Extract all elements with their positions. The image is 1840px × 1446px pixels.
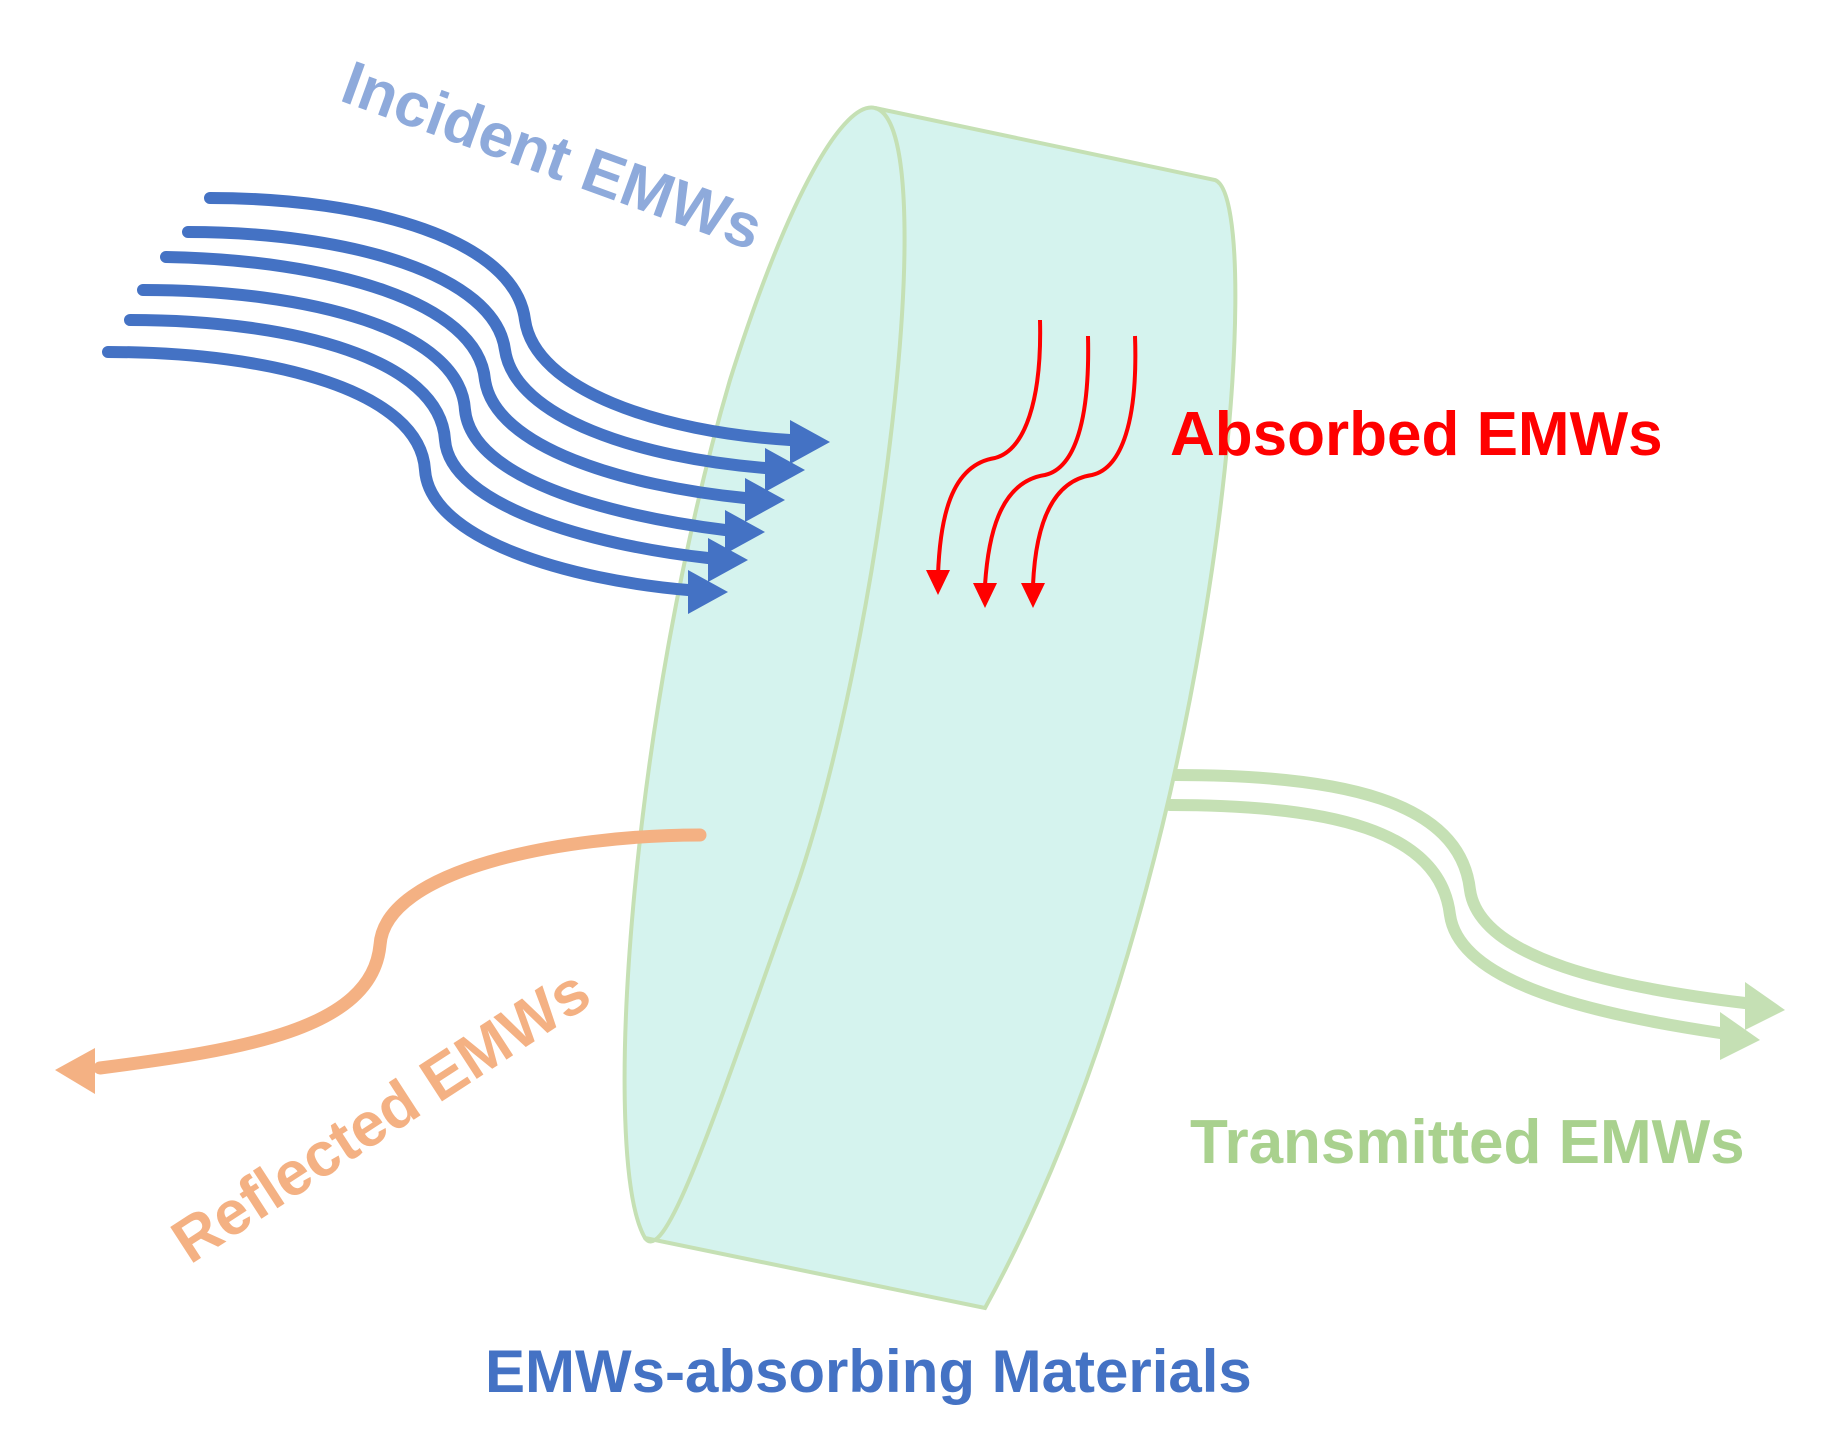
incident-arrow xyxy=(160,251,785,522)
incident-arrow xyxy=(124,314,748,582)
absorbed-emws-arrows xyxy=(926,319,1138,608)
incident-arrow xyxy=(137,284,765,554)
absorbed-emws-label: Absorbed EMWs xyxy=(1170,400,1663,469)
disc-front-edge xyxy=(643,106,907,1244)
incident-arrow xyxy=(102,346,728,614)
disc-body xyxy=(622,105,1238,1311)
material-disc xyxy=(622,105,1238,1311)
absorbed-arrow xyxy=(973,335,1091,608)
reflected-emws-arrow xyxy=(55,828,707,1094)
transmitted-arrow xyxy=(1169,769,1785,1030)
absorbed-arrow xyxy=(926,319,1043,595)
incident-arrow xyxy=(182,226,805,492)
transmitted-emws-arrows xyxy=(1164,769,1785,1060)
transmitted-arrow xyxy=(1164,799,1760,1060)
incident-emws-arrows xyxy=(102,192,830,614)
reflected-emws-label: Reflected EMWs xyxy=(160,956,602,1277)
material-label: EMWs-absorbing Materials xyxy=(485,1338,1252,1405)
incident-emws-label: Incident EMWs xyxy=(333,48,771,264)
incident-arrow xyxy=(204,192,830,464)
absorbed-arrow xyxy=(1021,335,1138,608)
transmitted-emws-label: Transmitted EMWs xyxy=(1190,1108,1745,1177)
